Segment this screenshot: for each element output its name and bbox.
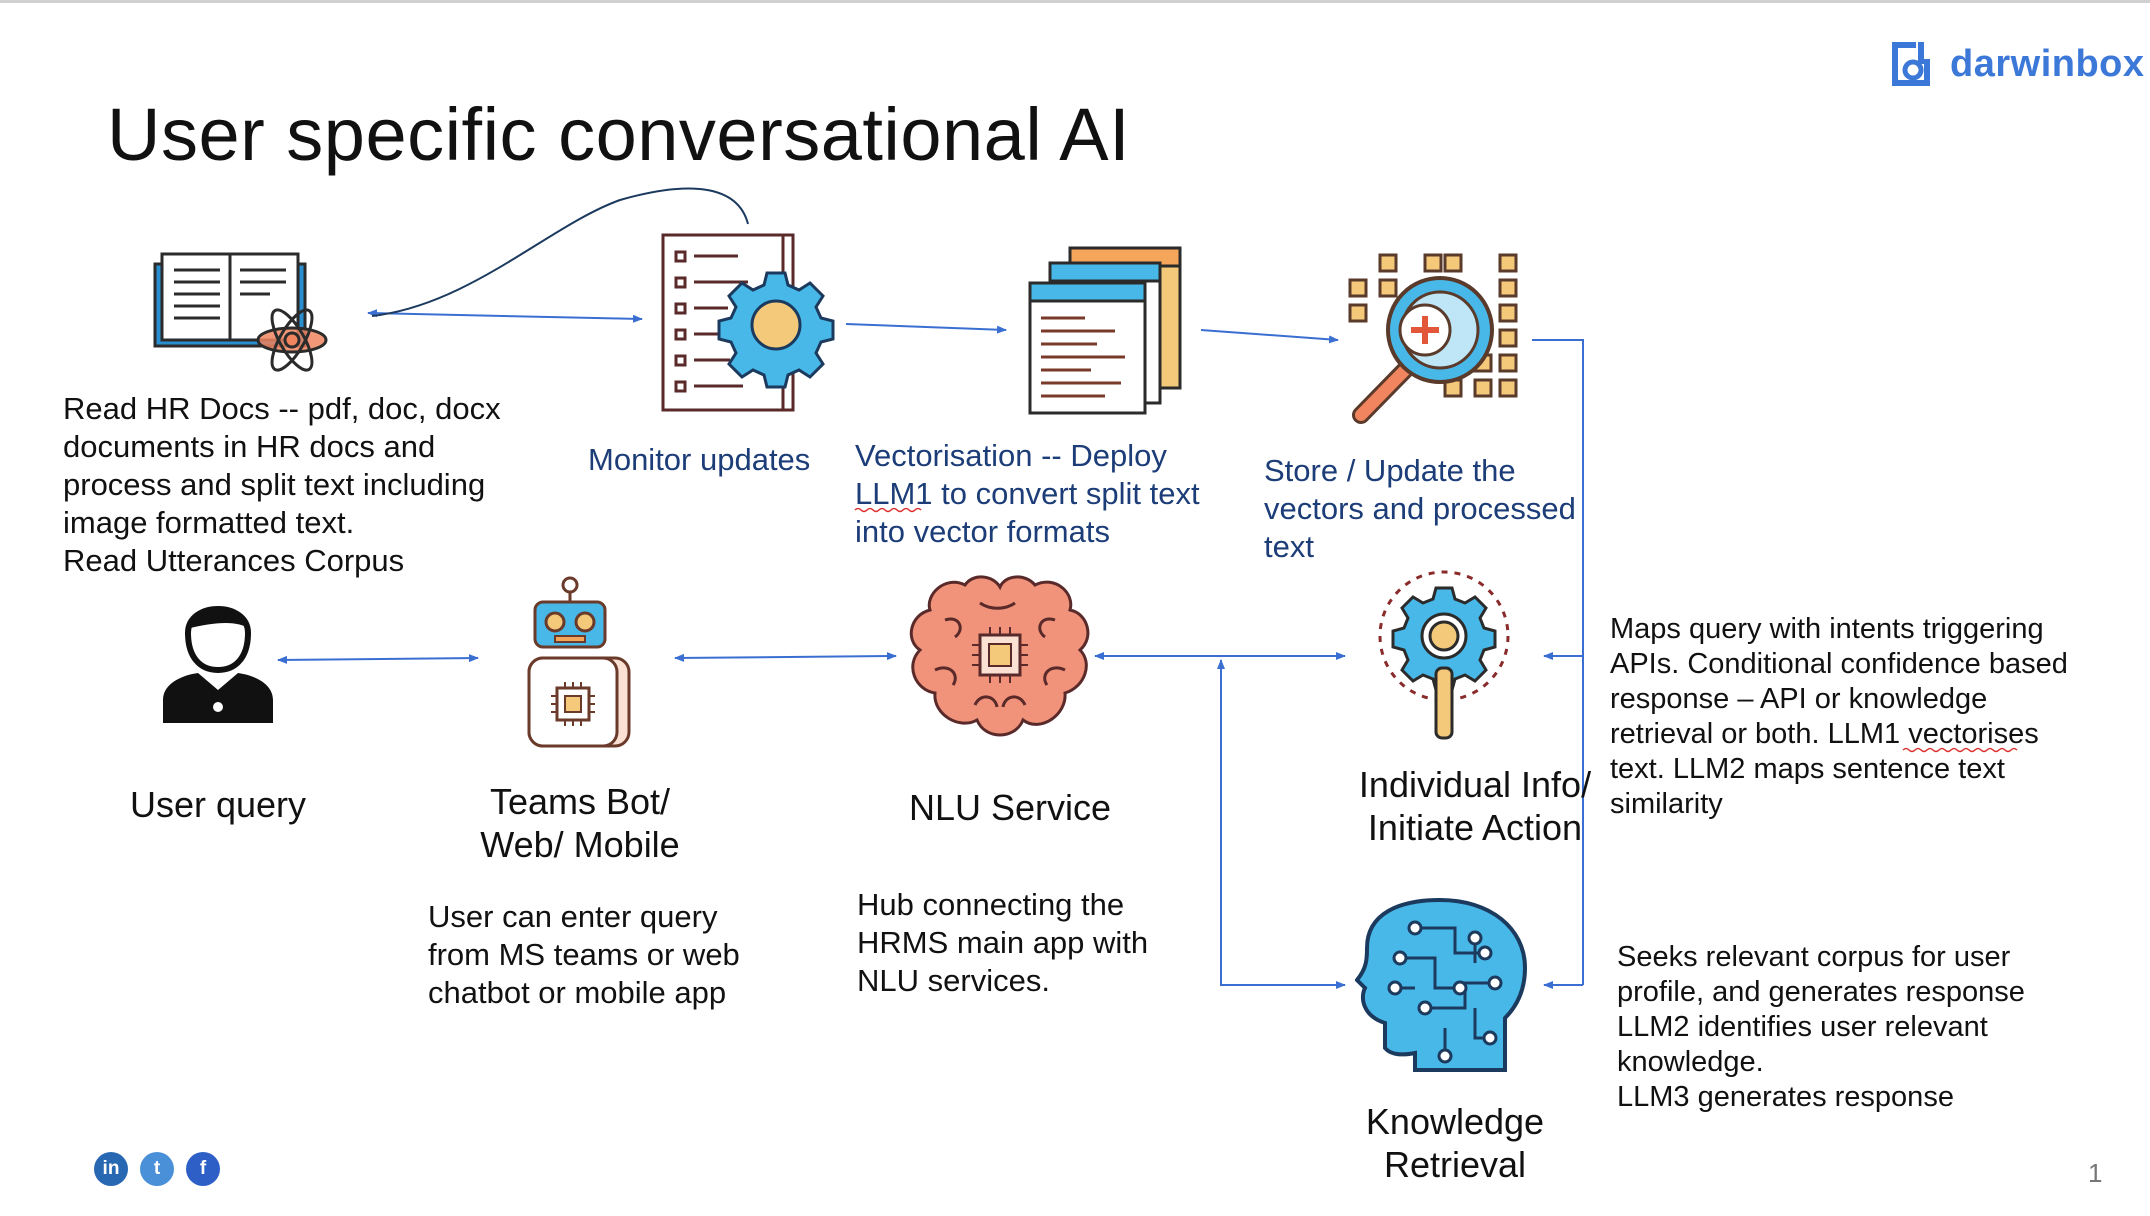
teams-bot-note: User can enter query from MS teams or we… <box>428 899 740 1010</box>
social-links: in t f <box>94 1152 220 1186</box>
brain-chip-icon <box>909 575 1090 737</box>
top-border <box>0 0 2150 3</box>
circuit-head-icon <box>1355 898 1528 1072</box>
facebook-icon[interactable]: f <box>186 1152 220 1186</box>
spell-underline-vectorises <box>1902 747 2018 753</box>
brand-name: darwinbox <box>1950 42 2145 85</box>
nlu-service-label: NLU Service <box>908 787 1112 828</box>
knowledge-retrieval-label: Knowledge Retrieval <box>1365 1101 1545 1185</box>
twitter-icon[interactable]: t <box>140 1152 174 1186</box>
store-update-text: Store / Update the vectors and processed… <box>1264 453 1576 564</box>
gear-magnifier-icon <box>1378 570 1510 740</box>
arrow-nlu-to-knowledge <box>1220 660 1346 989</box>
user-query-label: User query <box>129 784 307 825</box>
arrow-user-to-bot <box>277 654 479 664</box>
open-book-atom-icon <box>153 252 328 372</box>
magnifier-grid-icon <box>1348 253 1518 424</box>
individual-info-label: Individual Info/ Initiate Action <box>1358 764 1592 848</box>
nlu-service-note: Hub connecting the HRMS main app with NL… <box>857 887 1149 998</box>
arrow-vector-to-store <box>1200 329 1339 344</box>
monitor-updates-text: Monitor updates <box>588 442 811 477</box>
darwinbox-mark-icon <box>1892 42 1930 86</box>
robot-icon <box>527 576 631 748</box>
knowledge-retrieval-note: Seeks relevant corpus for user profile, … <box>1617 941 2025 1113</box>
spell-underline-llm1 <box>854 507 922 513</box>
page-number: 1 <box>2088 1158 2103 1188</box>
teams-bot-label: Teams Bot/ Web/ Mobile <box>480 781 680 865</box>
curve-monitor-to-docs <box>371 187 749 317</box>
read-docs-text: Read HR Docs -- pdf, doc, docx documents… <box>63 391 501 578</box>
store-bus-line <box>1532 339 1584 985</box>
arrow-monitor-to-vector <box>845 323 1007 334</box>
linkedin-icon[interactable]: in <box>94 1152 128 1186</box>
slide-title: User specific conversational AI <box>107 93 1131 176</box>
user-laptop-icon <box>163 606 273 723</box>
individual-info-note: Maps query with intents triggering APIs.… <box>1610 613 2068 820</box>
arrow-bot-to-nlu <box>674 652 897 662</box>
darwinbox-logo: darwinbox <box>1886 36 2145 92</box>
vectorisation-text: Vectorisation -- Deploy LLM1 to convert … <box>855 438 1200 549</box>
arrow-docs-to-monitor <box>367 309 643 323</box>
code-windows-icon <box>1028 246 1182 415</box>
document-gear-icon <box>661 233 835 412</box>
